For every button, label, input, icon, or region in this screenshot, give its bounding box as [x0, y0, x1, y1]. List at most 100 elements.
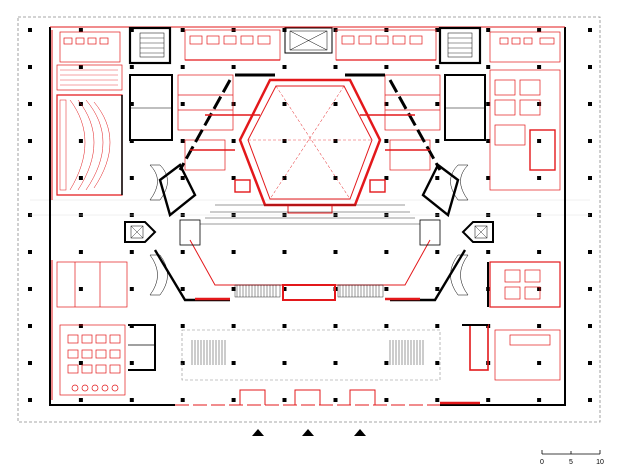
column: [129, 361, 134, 365]
column: [333, 65, 338, 69]
left-upper-rooms-red: [177, 74, 234, 171]
column: [537, 65, 542, 69]
column: [588, 65, 592, 69]
column: [435, 176, 440, 180]
column: [282, 287, 287, 291]
column: [129, 398, 134, 402]
column: [588, 398, 592, 402]
top-offices: [59, 29, 561, 63]
column: [129, 28, 134, 32]
column: [333, 361, 338, 365]
column: [180, 250, 185, 254]
column: [486, 250, 491, 254]
column: [282, 176, 287, 180]
column: [28, 65, 32, 69]
diagonal-walls: [153, 73, 467, 302]
column: [486, 398, 491, 402]
right-upper-rooms: [444, 74, 486, 141]
column: [435, 65, 440, 69]
column: [435, 28, 440, 32]
entrance-marker: [302, 429, 314, 436]
column: [588, 139, 592, 143]
column: [282, 65, 287, 69]
scale-label-10: 10: [596, 459, 604, 466]
column: [486, 176, 491, 180]
column: [588, 176, 592, 180]
lower-left-rooms: [56, 261, 128, 396]
column: [231, 398, 236, 402]
column: [333, 324, 338, 328]
entrance-canopy: [181, 329, 441, 381]
column: [588, 361, 592, 365]
column: [78, 398, 83, 402]
column: [282, 139, 287, 143]
entrance-marker: [354, 429, 366, 436]
column: [28, 176, 32, 180]
column: [486, 65, 491, 69]
column: [384, 324, 389, 328]
column: [537, 361, 542, 365]
column: [231, 324, 236, 328]
scale-label-5: 5: [569, 459, 573, 466]
lower-right-rooms: [469, 261, 561, 381]
lower-stairs: [179, 219, 441, 298]
column: [129, 287, 134, 291]
diagonal-walls-red: [189, 114, 431, 301]
hall-seating: [200, 204, 420, 225]
side-lifts: [124, 221, 494, 243]
entrance-stairs: [191, 340, 424, 365]
column: [129, 65, 134, 69]
column: [384, 176, 389, 180]
left-upper-rooms: [129, 74, 173, 141]
column: [231, 287, 236, 291]
column: [180, 287, 185, 291]
column: [180, 65, 185, 69]
column: [588, 102, 592, 106]
column: [129, 250, 134, 254]
column: [180, 324, 185, 328]
column: [78, 287, 83, 291]
column: [28, 250, 32, 254]
column: [78, 139, 83, 143]
central-hall: [238, 78, 382, 214]
column: [384, 139, 389, 143]
column: [231, 65, 236, 69]
column: [78, 324, 83, 328]
top-stair-cores: [128, 26, 482, 65]
column: [333, 250, 338, 254]
column: [231, 361, 236, 365]
entry-walls: [239, 389, 480, 405]
column: [333, 139, 338, 143]
column: [333, 176, 338, 180]
column: [28, 102, 32, 106]
column: [231, 102, 236, 106]
column: [435, 102, 440, 106]
column: [180, 398, 185, 402]
column: [486, 102, 491, 106]
column: [384, 398, 389, 402]
column: [435, 287, 440, 291]
column: [28, 324, 32, 328]
column: [384, 65, 389, 69]
column: [78, 250, 83, 254]
left-wing: [56, 64, 123, 196]
column: [282, 398, 287, 402]
column: [333, 102, 338, 106]
lower-left-black: [128, 324, 156, 371]
column: [384, 287, 389, 291]
column: [588, 250, 592, 254]
column: [180, 139, 185, 143]
lower-right-black: [462, 262, 489, 326]
column: [231, 139, 236, 143]
column: [282, 102, 287, 106]
column: [537, 287, 542, 291]
column: [537, 139, 542, 143]
entrance-markers: [252, 429, 366, 436]
column: [333, 28, 338, 32]
column: [231, 176, 236, 180]
scale-bar: 0 5 10: [540, 450, 604, 466]
column: [282, 324, 287, 328]
column: [180, 176, 185, 180]
column: [435, 398, 440, 402]
